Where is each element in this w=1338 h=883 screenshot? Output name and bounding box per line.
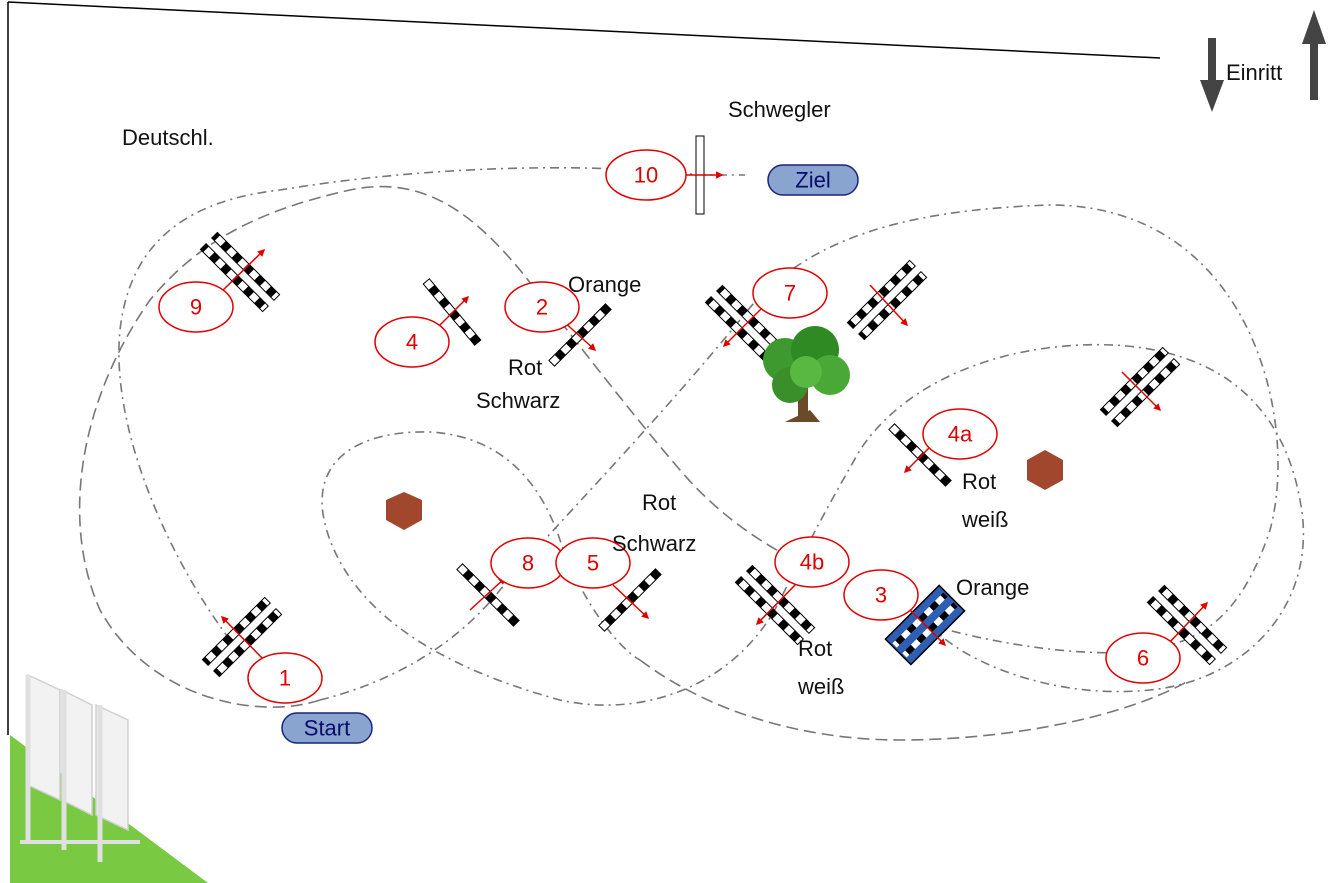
hexagon-marker-left xyxy=(386,492,422,530)
label-rot-3: Rot xyxy=(962,469,996,494)
obstacle-3-ring xyxy=(843,569,919,621)
obstacle-markers xyxy=(158,149,1181,704)
start-pill xyxy=(281,712,373,744)
obstacle-7-number: 7 xyxy=(784,281,796,306)
start-label: Start xyxy=(304,716,350,741)
gate-8 xyxy=(456,563,520,627)
obstacle-10-number: 10 xyxy=(634,163,658,188)
label-orange-2: Orange xyxy=(568,272,641,297)
obstacle-10-ring xyxy=(605,149,687,201)
obstacle-4-ring xyxy=(374,316,450,368)
gate-7 xyxy=(704,284,786,366)
obstacle-8-number: 8 xyxy=(522,551,534,576)
obstacle-6-number: 6 xyxy=(1137,646,1149,671)
gate-4b xyxy=(734,564,816,646)
label-weiss-3: weiß xyxy=(961,507,1008,532)
obstacle-6-ring xyxy=(1105,632,1181,684)
hexagon-marker-right xyxy=(1027,450,1063,490)
obstacle-4a-number: 4a xyxy=(948,422,973,447)
finish-pill xyxy=(767,164,859,196)
obstacle-3-number: 3 xyxy=(875,583,887,608)
obstacle-5-ring xyxy=(555,537,631,589)
tree-icon xyxy=(763,326,850,422)
label-weiss-4: weiß xyxy=(797,674,844,699)
obstacle-4a-ring xyxy=(922,408,998,460)
label-schwarz-2: Schwarz xyxy=(612,531,696,556)
flags-icon xyxy=(20,673,140,862)
gate-5 xyxy=(598,568,662,632)
label-schwarz-1: Schwarz xyxy=(476,388,560,413)
obstacle-9-ring xyxy=(158,281,234,333)
gate-1 xyxy=(201,596,283,678)
entry-arrows xyxy=(1200,10,1326,112)
gate-6 xyxy=(1146,584,1228,666)
obstacle-1-number: 1 xyxy=(279,666,291,691)
obstacle-1-ring xyxy=(247,652,323,704)
label-rot-2: Rot xyxy=(642,490,676,515)
gate-10 xyxy=(682,135,724,215)
entry-label: Einritt xyxy=(1226,60,1282,85)
obstacle-7-ring xyxy=(752,267,828,319)
label-orange-3: Orange xyxy=(956,575,1029,600)
gate-9 xyxy=(199,231,281,313)
label-rot-4: Rot xyxy=(798,636,832,661)
obstacle-9-number: 9 xyxy=(190,295,202,320)
judge-label: Schwegler xyxy=(728,97,831,122)
gate-3-blue xyxy=(884,584,966,666)
obstacle-4-number: 4 xyxy=(406,330,418,355)
obstacle-2-number: 2 xyxy=(536,295,548,320)
finish-label: Ziel xyxy=(795,168,830,193)
gate-7b xyxy=(846,259,928,341)
gate-upper-right xyxy=(1099,346,1181,428)
obstacle-2-ring xyxy=(504,281,580,333)
obstacle-5-number: 5 xyxy=(587,551,599,576)
arena-border-top xyxy=(7,1,1161,59)
side-label: Deutschl. xyxy=(122,125,214,150)
obstacle-4b-number: 4b xyxy=(800,550,824,575)
label-rot-1: Rot xyxy=(508,355,542,380)
obstacle-4b-ring xyxy=(774,536,850,588)
